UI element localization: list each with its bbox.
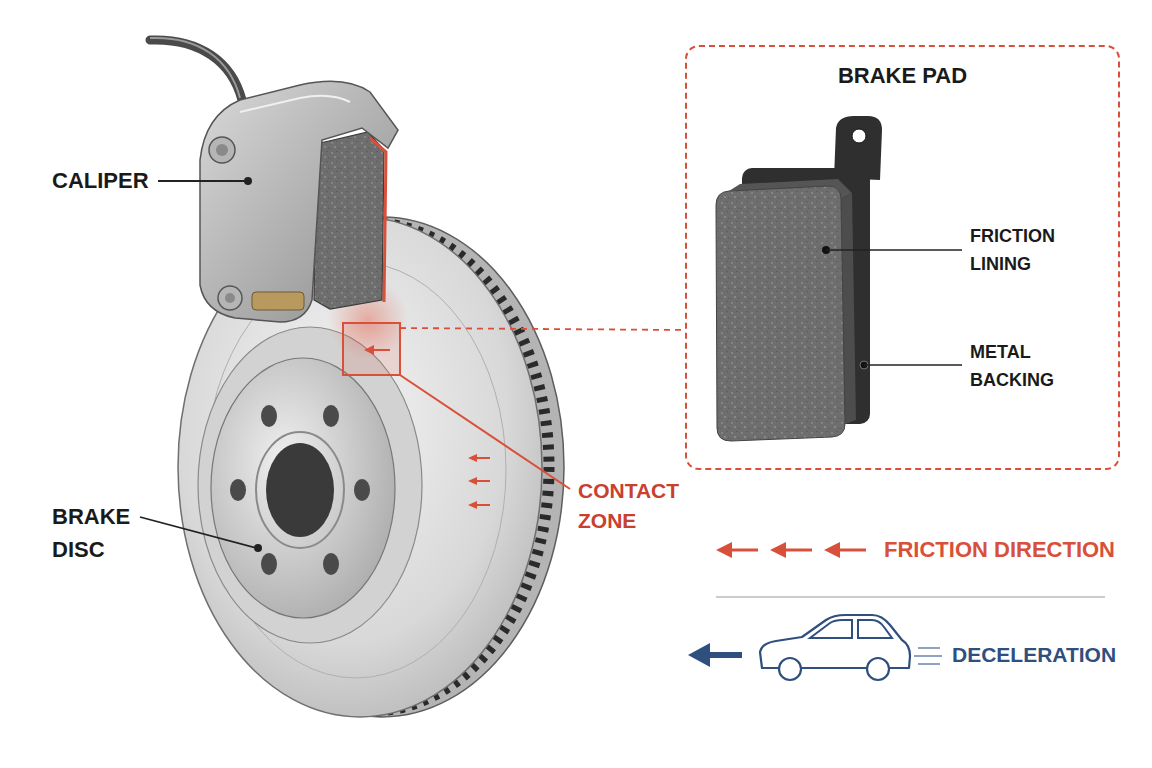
contact-arrow-shaft bbox=[372, 349, 390, 351]
zoom-leader bbox=[400, 328, 685, 330]
arrow-shaft bbox=[476, 457, 490, 459]
deceleration-sample bbox=[688, 615, 942, 680]
arrow-head bbox=[468, 501, 477, 509]
part-label: FRICTION LINING bbox=[970, 222, 1072, 278]
caliper-drawing bbox=[200, 81, 398, 322]
pad-body bbox=[314, 132, 384, 309]
disc-leader bbox=[140, 517, 256, 548]
speed-line bbox=[918, 647, 940, 649]
bolt-center bbox=[225, 293, 235, 303]
arrow-shaft bbox=[476, 480, 490, 482]
contact-square bbox=[343, 323, 400, 375]
contact-arrow-head bbox=[364, 345, 374, 355]
panel-title: BRAKE PAD bbox=[687, 47, 1118, 89]
disc-hat bbox=[211, 358, 395, 618]
disc-friction-arrows bbox=[468, 454, 490, 509]
arrow-shaft bbox=[730, 549, 758, 552]
part-label: BRAKE DISC bbox=[52, 500, 142, 566]
caliper-bolt bbox=[218, 286, 242, 310]
contact-zone-marker bbox=[343, 323, 685, 489]
pad-detail-drawing bbox=[716, 116, 962, 441]
bolt-hole bbox=[323, 405, 339, 427]
part-label: METAL BACKING bbox=[970, 338, 1072, 394]
part-label: CALIPER bbox=[52, 168, 149, 194]
hose-highlight bbox=[150, 38, 240, 98]
bolt-hole bbox=[261, 553, 277, 575]
caliper-bolt bbox=[209, 137, 235, 163]
arrow-shaft bbox=[784, 549, 812, 552]
friction-direction-sample bbox=[716, 542, 866, 558]
legend-label: DECELERATION bbox=[952, 642, 1116, 668]
lining-leader bbox=[826, 249, 962, 251]
car-windows bbox=[810, 620, 892, 638]
pad-edge-highlight bbox=[370, 138, 386, 302]
arrow-shaft bbox=[838, 549, 866, 552]
car-wheel bbox=[867, 658, 889, 680]
contact-leader bbox=[400, 375, 570, 489]
arrow-head bbox=[716, 542, 732, 558]
part-label: CONTACT ZONE bbox=[578, 476, 690, 536]
arrow-shaft bbox=[476, 504, 490, 506]
caliper-highlight bbox=[240, 96, 350, 112]
bore-ring bbox=[256, 432, 344, 548]
friction-lining-face bbox=[716, 186, 845, 441]
center-bore bbox=[266, 443, 334, 537]
car-wheel bbox=[779, 658, 801, 680]
arrow-shaft bbox=[706, 652, 742, 658]
speed-line bbox=[914, 655, 942, 657]
inset-panel: BRAKE PAD bbox=[685, 45, 1120, 470]
bolt-hole bbox=[323, 553, 339, 575]
legend-label: FRICTION DIRECTION bbox=[884, 537, 1115, 563]
legend-entry: FRICTION DIRECTION bbox=[884, 537, 1115, 563]
bolt-hole bbox=[230, 479, 246, 501]
brake-hose bbox=[150, 38, 242, 100]
caliper-leader bbox=[158, 180, 246, 182]
caliper-body bbox=[200, 81, 398, 322]
guide-pin bbox=[252, 292, 304, 310]
bolt-hole bbox=[354, 479, 370, 501]
arrow-head bbox=[468, 477, 477, 485]
legend-separator bbox=[716, 596, 1105, 598]
legend-entry: DECELERATION bbox=[952, 642, 1116, 668]
pad-on-disc bbox=[314, 132, 386, 309]
backing-leader bbox=[864, 364, 962, 366]
arrow-head bbox=[468, 454, 477, 462]
speed-line bbox=[918, 663, 940, 665]
ear-hole bbox=[852, 129, 866, 143]
arrow-head bbox=[770, 542, 786, 558]
arrow-head bbox=[824, 542, 840, 558]
bolt-hole bbox=[261, 405, 277, 427]
arrow-head bbox=[688, 643, 710, 667]
bolt-center bbox=[216, 144, 228, 156]
leader-dot bbox=[254, 544, 262, 552]
